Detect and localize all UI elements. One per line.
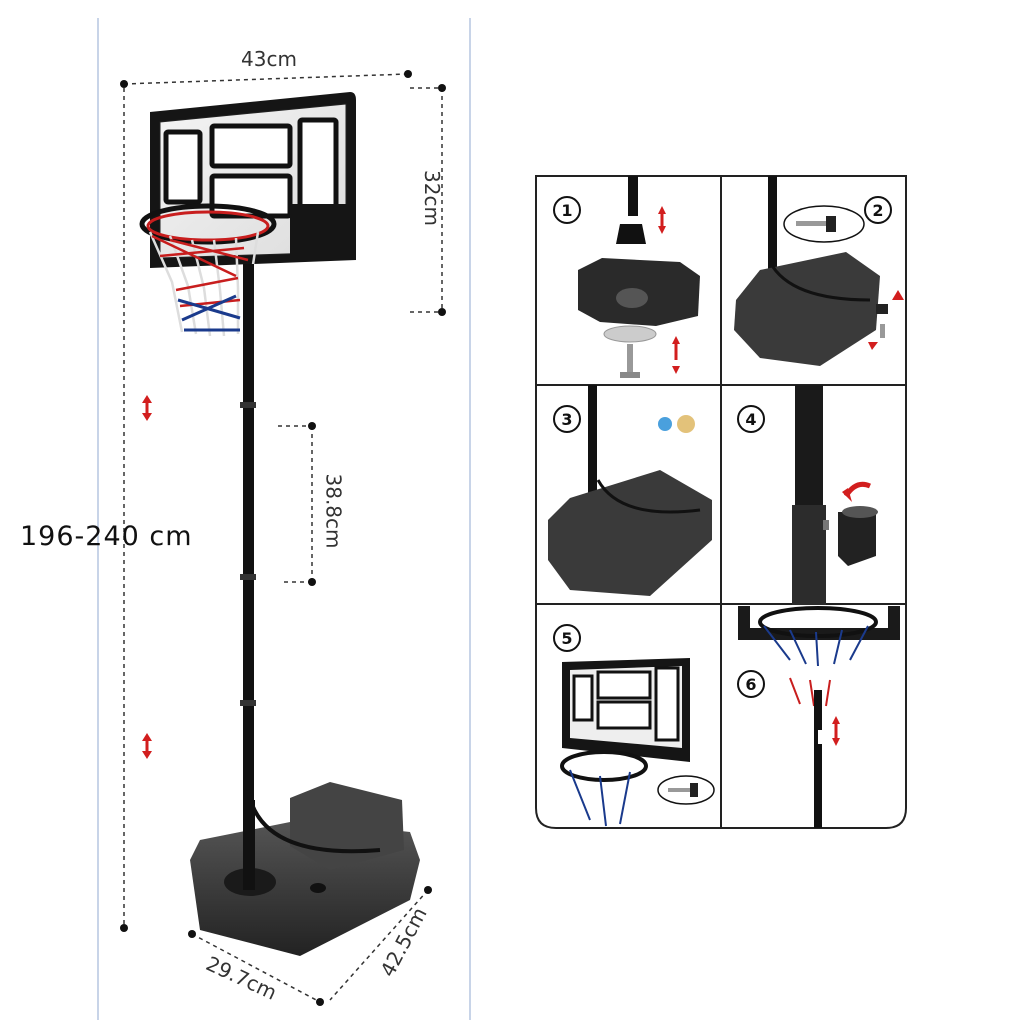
step-2-number: 2 bbox=[864, 196, 892, 224]
backboard-height-label: 32cm bbox=[419, 170, 444, 226]
step-4-illustration bbox=[792, 385, 878, 605]
hoop-rim bbox=[139, 203, 277, 245]
pole-section-label: 38.8cm bbox=[321, 473, 346, 549]
hoop-net bbox=[148, 231, 260, 337]
total-height-label: 196-240 cm bbox=[20, 521, 193, 552]
width-dimension-label: 43cm bbox=[241, 47, 297, 71]
height-adjust-arrow-bottom bbox=[142, 733, 152, 759]
step-1-illustration bbox=[578, 176, 700, 378]
weighted-base bbox=[190, 782, 420, 956]
step-2-illustration bbox=[734, 176, 904, 366]
pole bbox=[240, 264, 256, 814]
dimension-lines bbox=[120, 70, 446, 1006]
step-3-number: 3 bbox=[553, 405, 581, 433]
step-6-illustration bbox=[738, 606, 900, 828]
step-5-illustration bbox=[560, 658, 715, 827]
step-4-number: 4 bbox=[737, 405, 765, 433]
height-adjust-arrow-top bbox=[142, 395, 152, 421]
step-6-number: 6 bbox=[737, 670, 765, 698]
step-5-number: 5 bbox=[553, 624, 581, 652]
step-1-number: 1 bbox=[553, 196, 581, 224]
step-3-illustration bbox=[548, 385, 712, 596]
